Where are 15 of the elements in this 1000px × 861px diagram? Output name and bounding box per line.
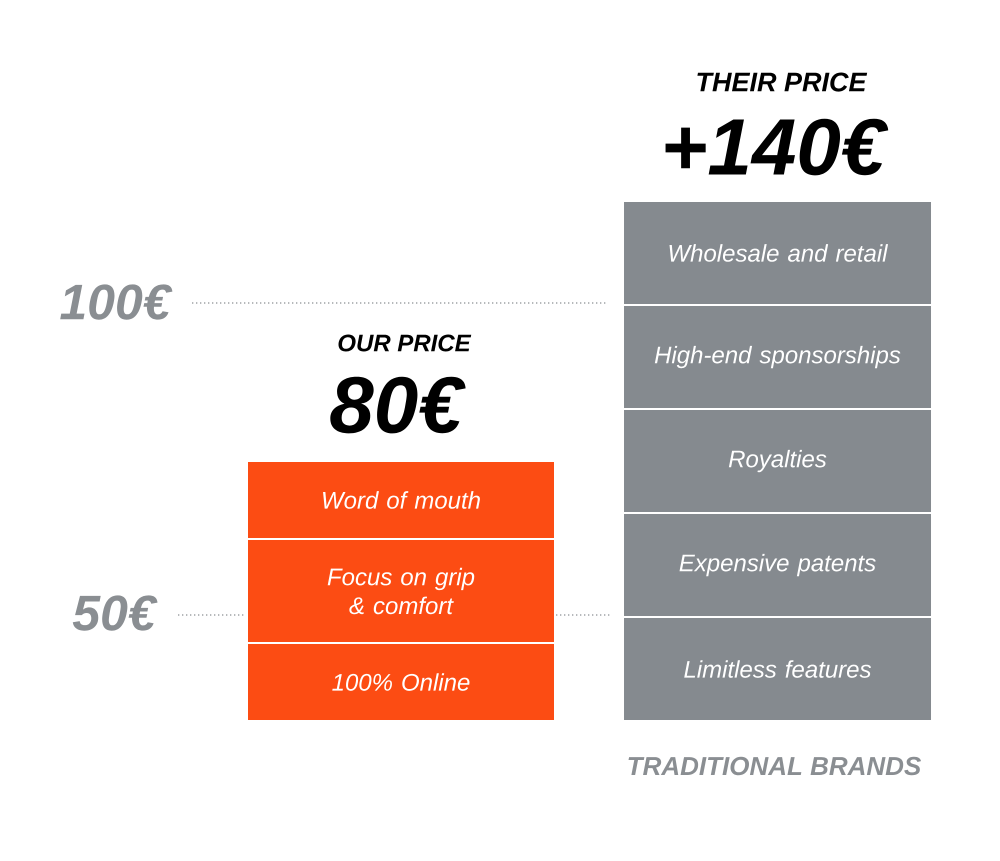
price-factor-box: Royalties (622, 408, 933, 514)
price-factor-box: Limitless features (622, 616, 933, 722)
price-heading: THEIR PRICE (697, 72, 868, 92)
price-factor-box: Wholesale and retail (622, 200, 933, 306)
price-factor-box: Expensive patents (622, 512, 933, 618)
price-factor-box: Focus on grip & comfort (246, 538, 556, 644)
brand-category: TRADITIONAL BRANDS (628, 756, 921, 776)
price-factor-box: Word of mouth (246, 460, 556, 540)
price-value: 80€ (330, 376, 466, 434)
axis-value: 50€ (72, 595, 158, 631)
price-heading: OUR PRICE (338, 334, 472, 352)
price-value: +140€ (666, 118, 888, 176)
axis-value: 100€ (60, 284, 172, 320)
price-factor-box: High-end sponsorships (622, 304, 933, 410)
price-factor-box: 100% Online (246, 642, 556, 722)
